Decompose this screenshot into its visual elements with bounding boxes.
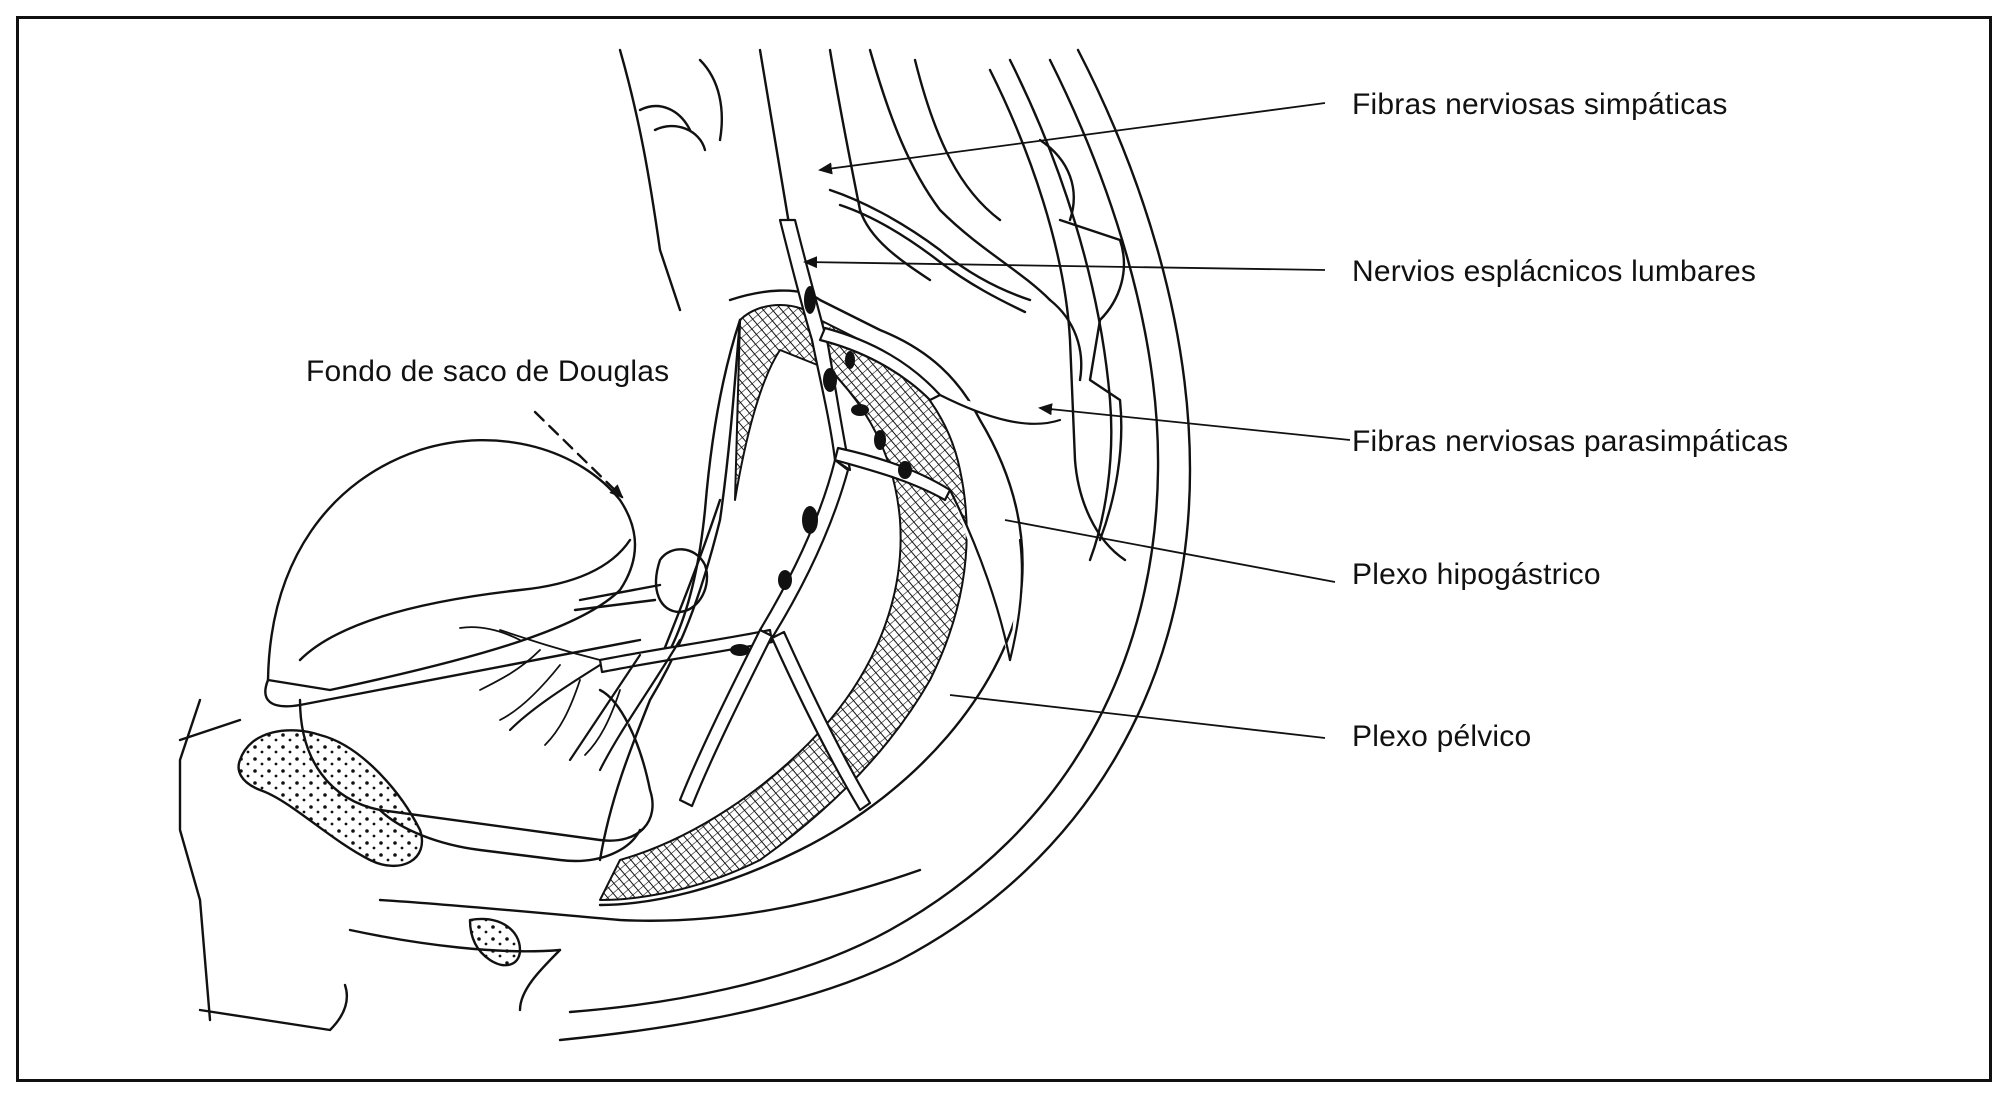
pelvic-floor — [378, 868, 922, 922]
label-parasympathetic: Fibras nerviosas parasimpáticas — [1352, 425, 1789, 458]
leader-parasympathetic — [1038, 403, 1351, 441]
sacral-outer-contour — [558, 48, 1192, 1042]
sacral-inner-contour — [568, 58, 1160, 1014]
label-hypogastric: Plexo hipogástrico — [1352, 558, 1601, 591]
leader-sympathetic — [818, 102, 1326, 175]
pubic-bone — [237, 729, 424, 868]
nerve-plexus — [508, 218, 1062, 812]
upper-vessel — [618, 48, 682, 312]
uterine-branches — [459, 626, 621, 756]
leader-splanchnic — [803, 256, 1326, 271]
label-douglas: Fondo de saco de Douglas — [306, 355, 670, 388]
abdominal-wall — [178, 698, 212, 1022]
label-sympathetic: Fibras nerviosas simpáticas — [1352, 88, 1728, 121]
ovary — [654, 548, 709, 614]
leader-hypogastric — [1004, 519, 1336, 583]
figure-frame — [16, 16, 1992, 1082]
douglas-pointer — [533, 410, 624, 499]
rectum-inner — [598, 318, 742, 862]
label-pelvic: Plexo pélvico — [1352, 720, 1532, 753]
label-splanchnic: Nervios esplácnicos lumbares — [1352, 255, 1757, 288]
spine-column — [1008, 58, 1113, 562]
ureter-upper — [828, 188, 1032, 302]
leader-pelvic — [949, 694, 1326, 739]
